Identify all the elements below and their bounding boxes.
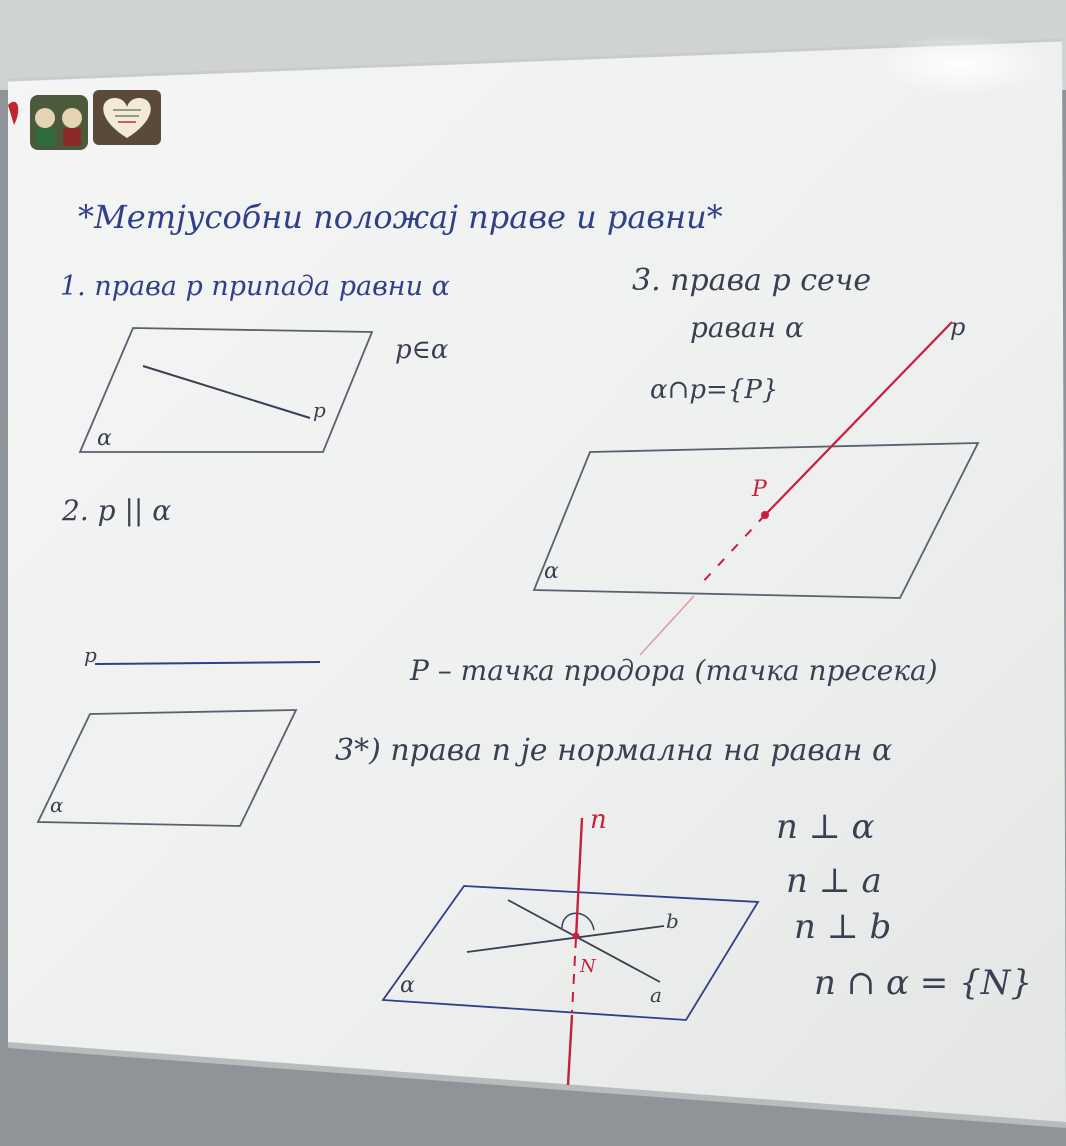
- case1-line: [142, 365, 311, 419]
- case3star-plane-label: α: [400, 973, 415, 998]
- case3star-line-b: [466, 925, 665, 953]
- case3star-plane: [381, 885, 760, 1021]
- case3-line-below: [639, 595, 695, 656]
- case3star-point-label: N: [579, 956, 597, 977]
- case1-heading: 1. права p припада равни α: [60, 271, 450, 302]
- red-magnet-icon: [8, 101, 19, 125]
- case3star-normal-label: n: [590, 805, 607, 835]
- case3star-relation-3: n ⊥ b: [794, 907, 891, 947]
- case3-heading-line2: раван α: [690, 311, 804, 344]
- case3-note: P – тачка продора (тачка пресека): [409, 654, 938, 687]
- case2-plane: [36, 709, 298, 827]
- case1-plane-label: α: [97, 426, 112, 451]
- case3-line-above: [764, 321, 953, 516]
- case3-relation: α∩p={P}: [650, 375, 778, 405]
- case3-point-label: P: [751, 477, 768, 502]
- case3-line-hidden: [699, 514, 766, 586]
- case1-plane: [78, 327, 374, 453]
- case3star-relation-1: n ⊥ α: [776, 807, 874, 847]
- case3star-normal-hidden: [571, 937, 577, 1013]
- case3star-relation-2: n ⊥ a: [786, 861, 882, 901]
- board-title: *Метјусобни положај праве и равни*: [78, 198, 723, 236]
- case3-plane-label: α: [544, 559, 559, 584]
- case3star-line-a-label: a: [650, 983, 662, 1007]
- case3star-line-a: [507, 899, 661, 983]
- case3-line-label: p: [950, 313, 965, 341]
- heart-magnet-icon: [93, 90, 161, 145]
- case3star-normal-below: [566, 1014, 574, 1086]
- case3star-relation-4: n ∩ α = {N}: [814, 963, 1032, 1003]
- case3-point: [761, 511, 769, 519]
- case2-plane-label: α: [50, 793, 64, 817]
- case3star-line-b-label: b: [666, 909, 679, 933]
- case1-relation: p∈α: [395, 335, 449, 365]
- case1-line-label: p: [313, 398, 326, 422]
- case3star-normal-above: [574, 817, 584, 939]
- case3star-heading: 3*) права n је нормална на раван α: [335, 733, 892, 768]
- marker-tray: [7, 1042, 1066, 1128]
- case3-plane: [532, 442, 980, 599]
- case2-line: [94, 661, 321, 665]
- case2-heading: 2. p || α: [61, 494, 171, 527]
- fridge-magnet-icon: [30, 95, 88, 150]
- case3-heading-line1: 3. права p сече: [632, 263, 871, 298]
- case2-line-label: p: [84, 643, 97, 667]
- case3star-point: [572, 932, 580, 940]
- light-glare: [870, 35, 1050, 95]
